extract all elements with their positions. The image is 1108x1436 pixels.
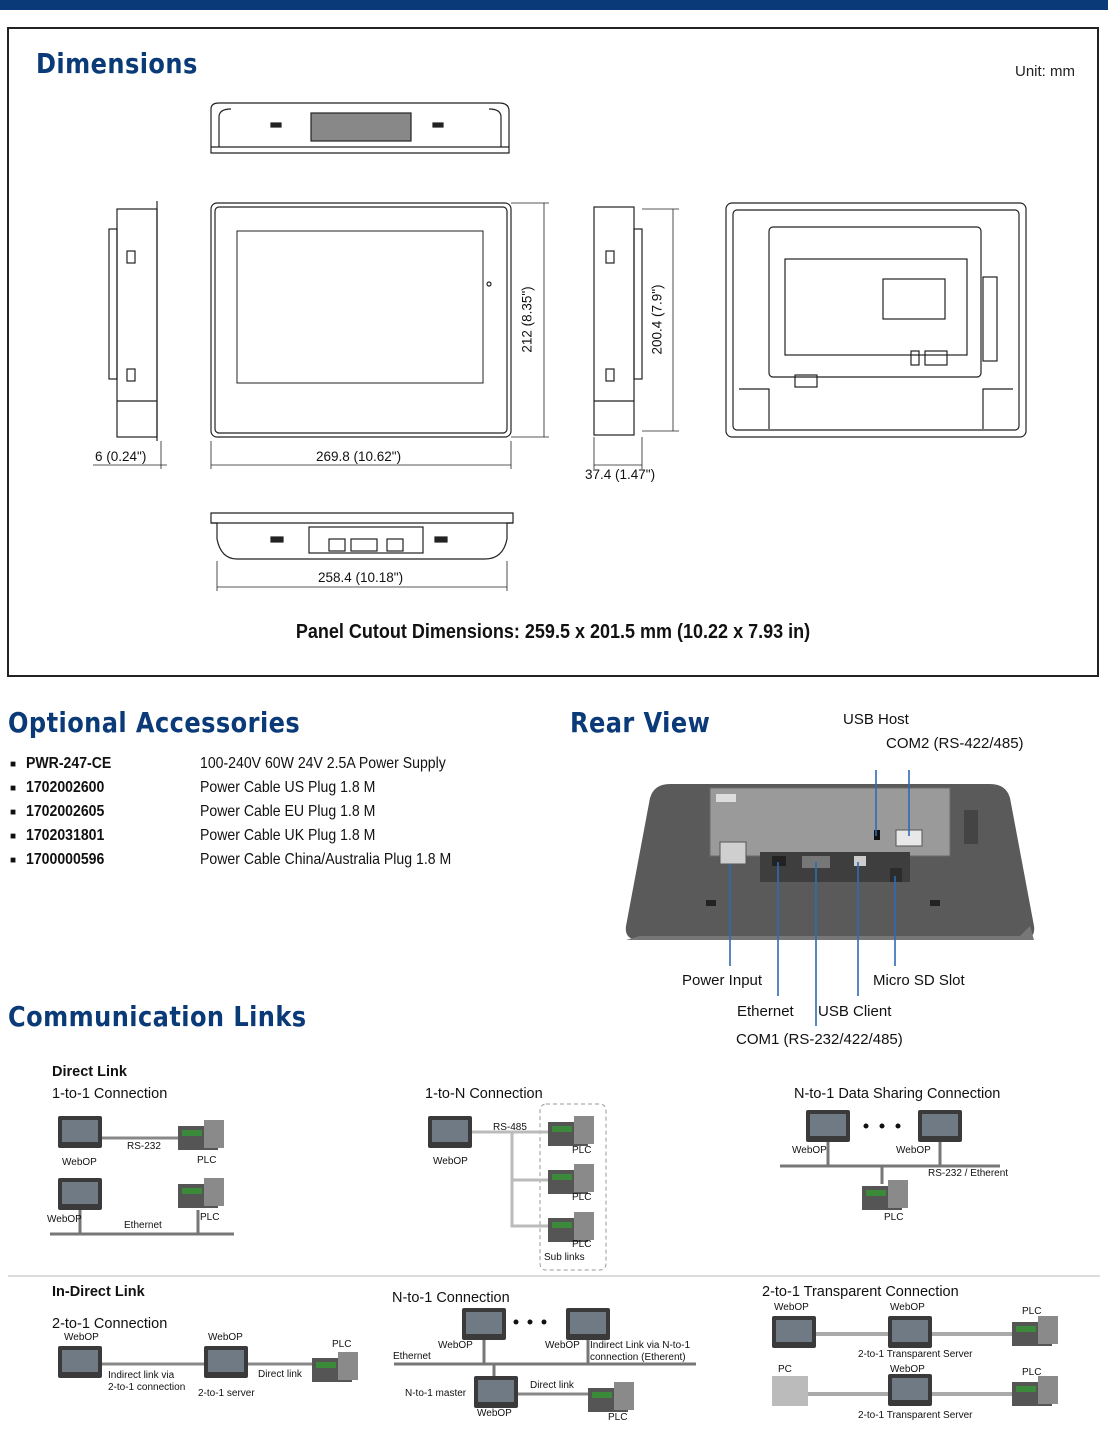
part-description: Power Cable EU Plug 1.8 M <box>200 803 376 820</box>
webop-label: WebOP <box>896 1145 931 1156</box>
two-to-one-transparent-heading: 2-to-1 Transparent Connection <box>762 1284 959 1300</box>
dim-height-rear: 200.4 (7.9") <box>649 284 665 355</box>
plc-label: PLC <box>1022 1367 1042 1378</box>
one-to-one-heading: 1-to-1 Connection <box>52 1086 168 1102</box>
rs232-label: RS-232 <box>127 1141 161 1152</box>
dim-depth: 37.4 (1.47") <box>585 467 656 482</box>
plc-label: PLC <box>572 1192 592 1203</box>
server-2to1-label: 2-to-1 server <box>198 1388 255 1399</box>
part-description: 100-240V 60W 24V 2.5A Power Supply <box>200 755 446 772</box>
webop-label: WebOP <box>477 1408 512 1419</box>
ethernet-label: Ethernet <box>124 1220 162 1231</box>
label-usb-host: USB Host <box>843 711 909 728</box>
part-description: Power Cable UK Plug 1.8 M <box>200 827 376 844</box>
n-to-one-heading: N-to-1 Connection <box>392 1290 510 1306</box>
panel-cutout-dimensions: Panel Cutout Dimensions: 259.5 x 201.5 m… <box>295 621 811 643</box>
webop-label: WebOP <box>890 1302 925 1313</box>
dimensions-panel: Dimensions Unit: mm <box>7 27 1099 677</box>
rs232-ethernet-label: RS-232 / Etherent <box>928 1168 1009 1179</box>
indirect-via-2to1-label: Indirect link via 2-to-1 connection <box>108 1370 186 1393</box>
transparent-server-label: 2-to-1 Transparent Server <box>858 1349 973 1360</box>
two-to-one-heading: 2-to-1 Connection <box>52 1316 168 1332</box>
top-view-drawing <box>210 102 510 154</box>
label-usb-client: USB Client <box>818 1003 892 1020</box>
pc-label: PC <box>778 1364 792 1375</box>
webop-label: WebOP <box>62 1157 97 1168</box>
dim-width: 269.8 (10.62") <box>316 449 402 464</box>
unit-label: Unit: mm <box>1015 63 1075 80</box>
plc-label: PLC <box>200 1212 220 1223</box>
dim-depth-side: 6 (0.24") <box>95 449 147 464</box>
transparent-server-label: 2-to-1 Transparent Server <box>858 1410 973 1421</box>
comm-links-title: Communication Links <box>8 1000 307 1033</box>
direct-link-label: Direct link <box>258 1369 302 1380</box>
accessories-title: Optional Accessories <box>8 706 301 739</box>
plc-label: PLC <box>1022 1306 1042 1317</box>
nto1-master-label: N-to-1 master <box>405 1388 467 1399</box>
front-view-drawing <box>210 202 512 438</box>
webop-label: WebOP <box>545 1340 580 1351</box>
label-micro-sd: Micro SD Slot <box>873 972 965 989</box>
sub-links-label: Sub links <box>544 1252 585 1263</box>
part-description: Power Cable US Plug 1.8 M <box>200 779 376 796</box>
part-number: PWR-247-CE <box>26 755 112 772</box>
webop-label: WebOP <box>64 1332 99 1343</box>
plc-label: PLC <box>197 1155 217 1166</box>
top-accent-bar <box>0 0 1108 10</box>
rear-view-photo <box>625 770 1035 1026</box>
webop-label: WebOP <box>792 1145 827 1156</box>
dimension-drawings <box>93 102 1027 591</box>
dimensions-title: Dimensions <box>36 47 198 80</box>
rs485-label: RS-485 <box>493 1122 527 1133</box>
right-side-drawing <box>593 206 643 436</box>
webop-label: WebOP <box>890 1364 925 1375</box>
part-number: 1700000596 <box>26 851 105 868</box>
part-number: 1702002605 <box>26 803 105 820</box>
part-number: 1702002600 <box>26 779 105 796</box>
rear-view-drawing <box>725 202 1027 438</box>
plc-label: PLC <box>608 1412 628 1423</box>
webop-label: WebOP <box>433 1156 468 1167</box>
plc-label: PLC <box>332 1339 352 1350</box>
comm-diagrams <box>8 1103 1100 1412</box>
left-side-drawing <box>108 201 158 441</box>
rear-view-title: Rear View <box>570 706 711 739</box>
plc-label: PLC <box>572 1239 592 1250</box>
label-ethernet: Ethernet <box>737 1003 794 1020</box>
part-description: Power Cable China/Australia Plug 1.8 M <box>200 851 452 868</box>
label-power-input: Power Input <box>682 972 763 989</box>
one-to-n-heading: 1-to-N Connection <box>425 1086 543 1102</box>
webop-label: WebOP <box>47 1214 82 1225</box>
webop-label: WebOP <box>438 1340 473 1351</box>
webop-label: WebOP <box>208 1332 243 1343</box>
dim-height: 212 (8.35") <box>519 286 535 353</box>
webop-label: WebOP <box>774 1302 809 1313</box>
direct-link-label: Direct link <box>530 1380 574 1391</box>
plc-label: PLC <box>572 1145 592 1156</box>
part-number: 1702031801 <box>26 827 105 844</box>
dim-bottom-width: 258.4 (10.18") <box>318 570 404 585</box>
label-com1: COM1 (RS-232/422/485) <box>736 1031 903 1048</box>
label-com2: COM2 (RS-422/485) <box>886 735 1024 752</box>
direct-link-heading: Direct Link <box>52 1064 127 1080</box>
bottom-view-drawing <box>210 512 514 560</box>
indirect-link-heading: In-Direct Link <box>52 1284 145 1300</box>
n-to-one-sharing-heading: N-to-1 Data Sharing Connection <box>794 1086 1001 1102</box>
indirect-via-nto1-label: Indirect Link via N-to-1 connection (Eth… <box>590 1340 691 1363</box>
ethernet-label: Ethernet <box>393 1351 431 1362</box>
plc-label: PLC <box>884 1212 904 1223</box>
